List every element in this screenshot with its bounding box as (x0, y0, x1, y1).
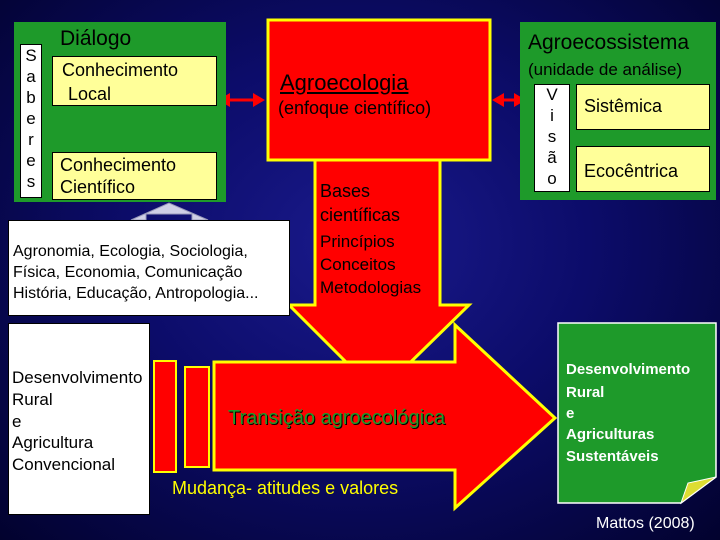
convencional-line3: e (12, 412, 22, 431)
sustentavel-line2: Rural (566, 384, 605, 401)
conhecimento-cientifico-line2: Científico (60, 177, 136, 197)
visao-letter-3: ã (547, 148, 557, 167)
agroecologia-subtitle: (enfoque científico) (278, 98, 432, 118)
visao-letter-1: i (550, 106, 554, 125)
sustentavel-note (557, 322, 717, 504)
disciplinas-line3: História, Educação, Antropologia... (13, 285, 259, 302)
bases-item-metodologias: Metodologias (320, 278, 422, 297)
convencional-line2: Rural (12, 390, 53, 409)
sustentavel-line3: e (566, 405, 575, 422)
disciplinas-box (8, 220, 290, 316)
saberes-letter-2: b (26, 88, 36, 107)
dialogo-title: Diálogo (60, 27, 132, 50)
convencional-line5: Convencional (12, 455, 116, 474)
sustentavel-line1: Desenvolvimento (566, 361, 691, 378)
convencional-line1: Desenvolvimento (12, 368, 143, 387)
saberes-letter-4: r (28, 130, 34, 149)
credit-text: Mattos (2008) (596, 515, 695, 532)
disciplinas-up-arrow (130, 202, 209, 221)
convencional-line4: Agricultura (12, 433, 94, 452)
saberes-letter-6: s (26, 172, 36, 191)
sustentavel-line4: Agriculturas (566, 426, 655, 443)
saberes-letter-0: S (25, 46, 37, 65)
agroecossistema-subtitle: (unidade de análise) (528, 60, 683, 79)
convencional-box (8, 323, 150, 515)
bases-item-principios: Princípios (320, 232, 395, 251)
conhecimento-local-line1: Conhecimento (62, 60, 179, 80)
visao-vertical-box (534, 84, 570, 192)
visao-letter-4: o (547, 169, 557, 188)
agroecologia-title: Agroecologia (280, 70, 409, 95)
conhecimento-cientifico-line1: Conhecimento (60, 155, 177, 175)
sistemica-box (576, 84, 710, 130)
conhecimento-local-line2: Local (68, 84, 112, 104)
bases-title-line2: científicas (320, 205, 401, 225)
conhecimento-cientifico-box (52, 152, 217, 200)
ecocentrica-label: Ecocêntrica (584, 161, 679, 181)
conhecimento-local-box (52, 56, 217, 106)
visao-letter-2: s (547, 127, 557, 146)
transicao-label: Transição agroecológica (228, 407, 446, 429)
transicao-caption: Mudança- atitudes e valores (172, 478, 399, 498)
bases-item-conceitos: Conceitos (320, 255, 396, 274)
bases-title-line1: Bases (320, 181, 371, 201)
bases-arrow (285, 158, 473, 397)
agroecossistema-title: Agroecossistema (528, 31, 690, 54)
disciplinas-line1: Agronomia, Ecologia, Sociologia, (13, 243, 248, 260)
ecocentrica-box (576, 146, 710, 192)
disciplinas-line2: Física, Economia, Comunicação (13, 264, 243, 281)
transition-stripe-2 (184, 366, 210, 468)
visao-letter-0: V (546, 85, 558, 104)
transition-stripe-1 (153, 360, 177, 473)
saberes-letter-1: a (26, 67, 36, 86)
saberes-vertical-box (20, 44, 42, 198)
sistemica-label: Sistêmica (584, 96, 663, 116)
saberes-letter-3: e (26, 109, 36, 128)
sustentavel-line5: Sustentáveis (566, 448, 659, 465)
saberes-letter-5: e (26, 151, 36, 170)
transition-arrow (212, 321, 558, 512)
agroecologia-box (266, 18, 492, 162)
